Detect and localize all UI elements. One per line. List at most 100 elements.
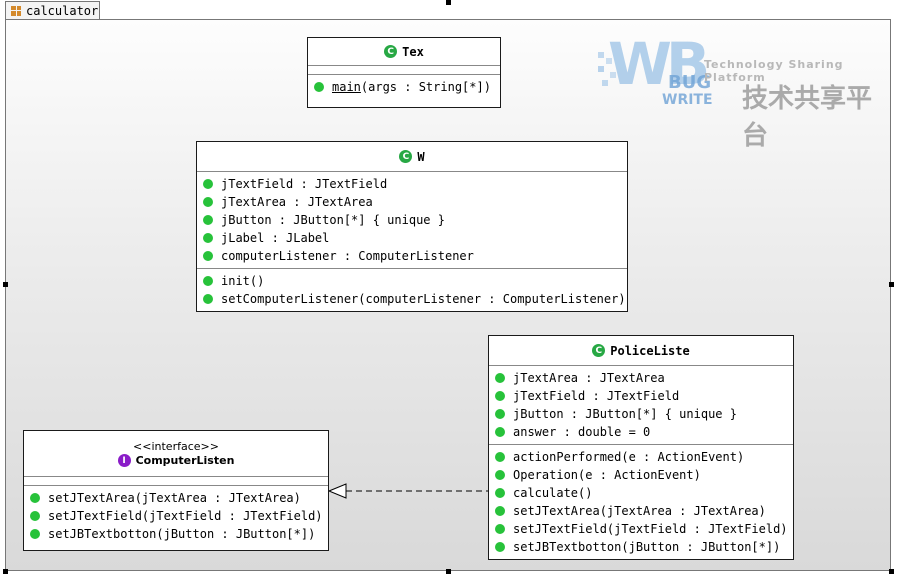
watermark: WB BUG WRITE Technology Sharing Platform… xyxy=(596,30,890,151)
operation-row[interactable]: setJTextArea(jTextArea : JTextArea) xyxy=(489,502,793,520)
operation-row[interactable]: setComputerListener(computerListener : C… xyxy=(197,290,627,308)
class-header: C W xyxy=(197,142,627,172)
resize-handle-bottom-left[interactable] xyxy=(3,569,8,574)
watermark-pixels-icon xyxy=(598,52,616,86)
interface-computer-listener[interactable]: <<interface>> I ComputerListen setJTextA… xyxy=(23,430,329,551)
resize-handle-top[interactable] xyxy=(446,0,451,5)
public-operation-icon xyxy=(495,452,505,462)
operation-row[interactable]: setJBTextbotton(jButton : JButton[*]) xyxy=(24,525,328,543)
attribute-text: jTextField : JTextField xyxy=(221,177,388,191)
public-attribute-icon xyxy=(203,233,213,243)
operation-row[interactable]: Operation(e : ActionEvent) xyxy=(489,466,793,484)
interface-header: <<interface>> I ComputerListen xyxy=(24,431,328,477)
public-operation-icon xyxy=(495,488,505,498)
operation-text: actionPerformed(e : ActionEvent) xyxy=(513,450,745,464)
class-icon: C xyxy=(592,344,606,357)
attribute-text: jTextField : JTextField xyxy=(513,389,680,403)
attribute-row[interactable]: jButton : JButton[*] { unique } xyxy=(489,405,793,423)
operation-text: setJTextField(jTextField : JTextField) xyxy=(48,509,323,523)
operation-text: Operation(e : ActionEvent) xyxy=(513,468,701,482)
class-name: Tex xyxy=(402,44,424,59)
resize-handle-left[interactable] xyxy=(3,282,8,287)
attribute-row[interactable]: jButton : JButton[*] { unique } xyxy=(197,211,627,229)
class-header: C Tex xyxy=(308,38,500,66)
public-operation-icon xyxy=(495,506,505,516)
operation-row[interactable]: init() xyxy=(197,272,627,290)
attributes-section xyxy=(308,66,500,75)
operations-section: actionPerformed(e : ActionEvent) Operati… xyxy=(489,445,793,559)
attribute-text: computerListener : ComputerListener xyxy=(221,249,474,263)
watermark-logo: WB xyxy=(608,30,710,98)
public-attribute-icon xyxy=(203,197,213,207)
operation-row[interactable]: main (args : String[*]) xyxy=(308,78,500,96)
operation-row[interactable]: setJBTextbotton(jButton : JButton[*]) xyxy=(489,538,793,556)
operation-row[interactable]: setJTextField(jTextField : JTextField) xyxy=(24,507,328,525)
attribute-text: jButton : JButton[*] { unique } xyxy=(513,407,737,421)
operations-section: main (args : String[*]) xyxy=(308,75,500,99)
resize-handle-bottom[interactable] xyxy=(446,569,451,574)
resize-handle-right[interactable] xyxy=(889,282,894,287)
diagram-canvas[interactable]: WB BUG WRITE Technology Sharing Platform… xyxy=(5,19,891,571)
public-operation-icon xyxy=(203,276,213,286)
operation-text: setJTextArea(jTextArea : JTextArea) xyxy=(513,504,766,518)
attribute-row[interactable]: jTextArea : JTextArea xyxy=(489,369,793,387)
public-operation-icon xyxy=(30,493,40,503)
public-operation-icon xyxy=(495,542,505,552)
realization-arrow[interactable] xyxy=(6,20,890,570)
operation-text: setJBTextbotton(jButton : JButton[*]) xyxy=(513,540,781,554)
public-operation-icon xyxy=(314,82,324,92)
attribute-text: jTextArea : JTextArea xyxy=(513,371,665,385)
attribute-row[interactable]: jTextField : JTextField xyxy=(489,387,793,405)
operation-text: setJBTextbotton(jButton : JButton[*]) xyxy=(48,527,316,541)
watermark-tagline-cn: 技术共享平台 xyxy=(742,84,873,151)
interface-icon: I xyxy=(117,454,131,467)
class-icon: C xyxy=(384,45,398,58)
stereotype-label: <<interface>> xyxy=(133,440,219,453)
operation-row[interactable]: actionPerformed(e : ActionEvent) xyxy=(489,448,793,466)
public-attribute-icon xyxy=(495,373,505,383)
operation-text: setComputerListener(computerListener : C… xyxy=(221,292,626,306)
attributes-section: jTextArea : JTextArea jTextField : JText… xyxy=(489,366,793,445)
operation-text: calculate() xyxy=(513,486,593,500)
operation-text: setJTextArea(jTextArea : JTextArea) xyxy=(48,491,301,505)
operation-row[interactable]: calculate() xyxy=(489,484,793,502)
operation-row[interactable]: setJTextField(jTextField : JTextField) xyxy=(489,520,793,538)
attribute-text: jLabel : JLabel xyxy=(221,231,330,245)
public-attribute-icon xyxy=(203,179,213,189)
public-attribute-icon xyxy=(495,391,505,401)
attribute-text: jButton : JButton[*] { unique } xyxy=(221,213,445,227)
resize-handle-bottom-right[interactable] xyxy=(889,569,894,574)
class-name: W xyxy=(417,149,425,164)
class-win[interactable]: C W jTextField : JTextField jTextArea : … xyxy=(196,141,628,312)
class-police-listen[interactable]: C PoliceListe jTextArea : JTextArea jTex… xyxy=(488,335,794,560)
operations-section: setJTextArea(jTextArea : JTextArea) setJ… xyxy=(24,486,328,546)
class-header: C PoliceListe xyxy=(489,336,793,366)
attribute-row[interactable]: computerListener : ComputerListener xyxy=(197,247,627,265)
attribute-row[interactable]: answer : double = 0 xyxy=(489,423,793,441)
class-text[interactable]: C Tex main (args : String[*]) xyxy=(307,37,501,108)
public-operation-icon xyxy=(495,470,505,480)
class-icon: C xyxy=(399,150,413,163)
attribute-row[interactable]: jTextArea : JTextArea xyxy=(197,193,627,211)
public-attribute-icon xyxy=(495,427,505,437)
interface-name: ComputerListen xyxy=(135,454,235,467)
attributes-section: jTextField : JTextField jTextArea : JTex… xyxy=(197,172,627,269)
watermark-write: WRITE xyxy=(662,92,713,108)
operation-name: main xyxy=(332,80,361,94)
attribute-text: answer : double = 0 xyxy=(513,425,651,439)
operation-signature: (args : String[*]) xyxy=(360,80,491,94)
attribute-row[interactable]: jLabel : JLabel xyxy=(197,229,627,247)
package-icon xyxy=(11,5,21,16)
public-operation-icon xyxy=(30,511,40,521)
package-tab-label: calculator xyxy=(26,3,99,18)
attribute-text: jTextArea : JTextArea xyxy=(221,195,373,209)
operation-text: init() xyxy=(221,274,265,288)
operation-row[interactable]: setJTextArea(jTextArea : JTextArea) xyxy=(24,489,328,507)
watermark-bug: BUG xyxy=(668,72,712,93)
attributes-section xyxy=(24,477,328,486)
attribute-row[interactable]: jTextField : JTextField xyxy=(197,175,627,193)
package-tab[interactable]: calculator xyxy=(5,1,100,19)
class-name: PoliceListe xyxy=(610,343,690,358)
public-operation-icon xyxy=(495,524,505,534)
public-attribute-icon xyxy=(203,215,213,225)
